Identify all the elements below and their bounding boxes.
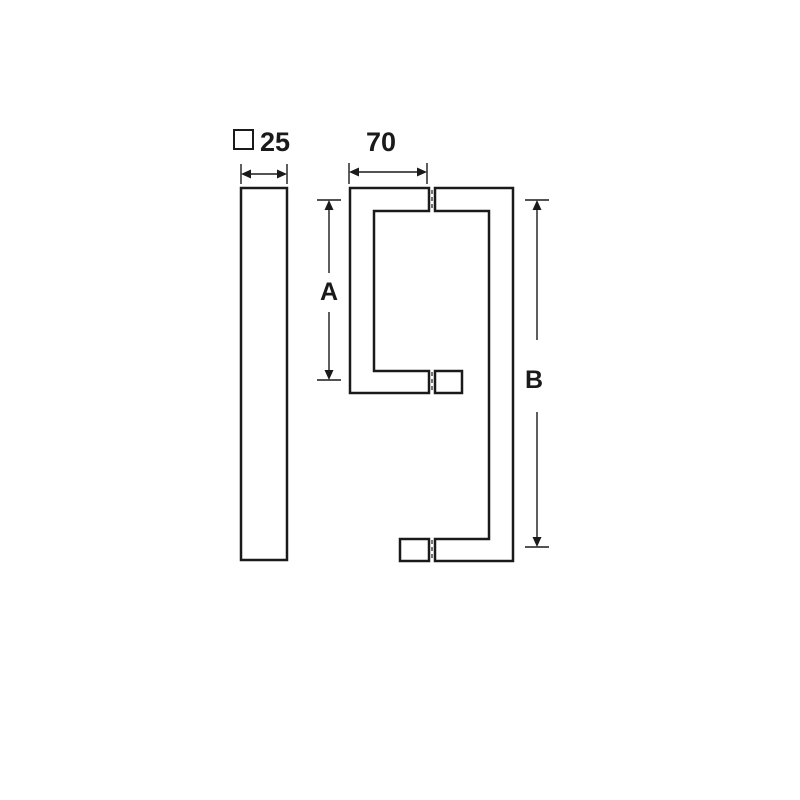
dimension-b-label: B bbox=[525, 366, 543, 394]
dimension-b: B bbox=[525, 199, 549, 548]
profile-size-value: 25 bbox=[260, 127, 290, 157]
projection-value: 70 bbox=[366, 127, 396, 157]
mounting-block-top bbox=[433, 369, 464, 395]
profile-size-label: 25 bbox=[233, 127, 290, 157]
short-handle-a bbox=[348, 186, 431, 395]
dimension-a: A bbox=[317, 199, 341, 381]
long-handle-b bbox=[433, 186, 515, 563]
handle-side-view-bar bbox=[239, 186, 289, 562]
square-profile-symbol bbox=[233, 129, 254, 150]
profile-width-dimension bbox=[240, 164, 288, 184]
projection-dimension: 70 bbox=[348, 127, 428, 184]
dimension-a-label: A bbox=[320, 278, 338, 306]
mounting-block-bottom bbox=[398, 537, 431, 563]
